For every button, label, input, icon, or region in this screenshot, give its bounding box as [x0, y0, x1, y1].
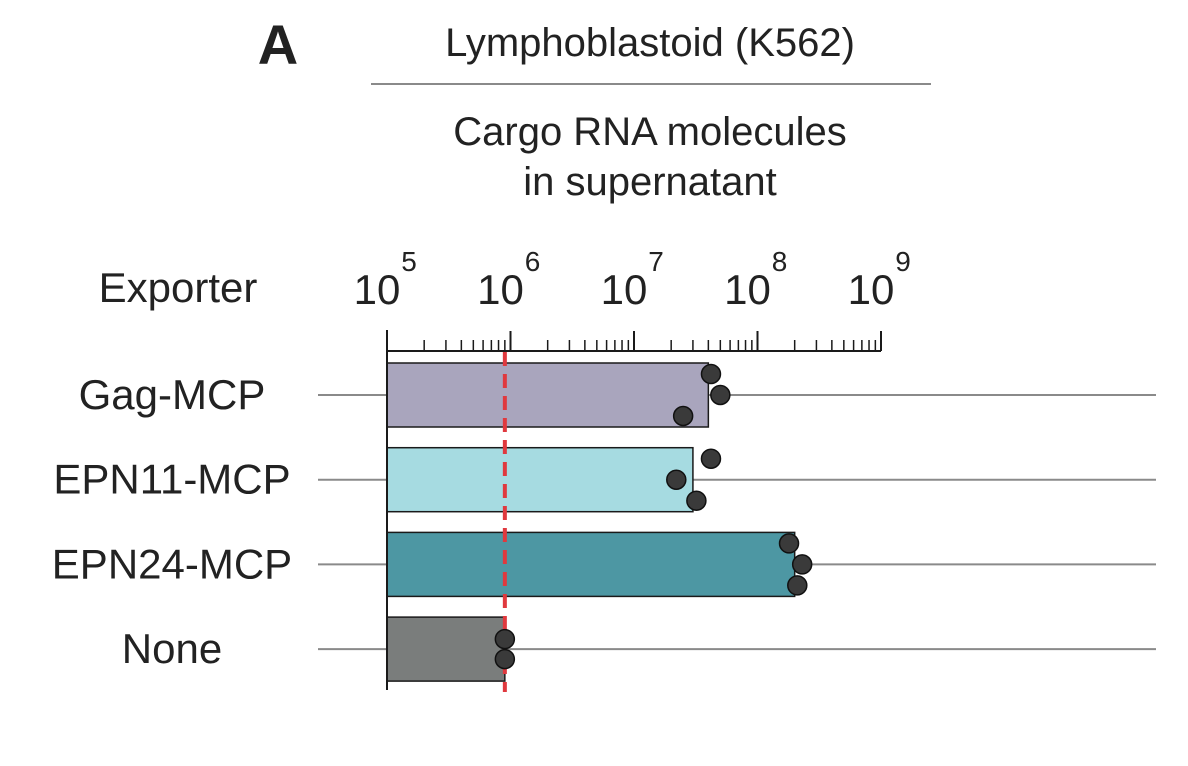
- tick-label-exponent: 9: [895, 246, 911, 277]
- tick-label-exponent: 5: [401, 246, 417, 277]
- data-point: [778, 533, 800, 554]
- data-point: [672, 405, 694, 427]
- tick-label-exponent: 8: [772, 246, 788, 277]
- subtitle-line-2: in supernatant: [523, 160, 777, 204]
- subtitle-line-1: Cargo RNA molecules: [453, 110, 847, 154]
- tick-label-base: 10: [724, 266, 771, 313]
- tick-label-base: 10: [477, 266, 524, 313]
- data-point: [710, 384, 731, 406]
- data-point: [700, 363, 722, 385]
- data-point: [666, 469, 687, 490]
- tick-label-exponent: 6: [525, 246, 541, 277]
- category-axis-label: Exporter: [99, 264, 258, 311]
- tick-label-exponent: 7: [648, 246, 664, 277]
- bar: [386, 616, 506, 682]
- bar: [386, 531, 796, 598]
- tick-label-base: 10: [354, 266, 401, 313]
- tick-label-base: 10: [848, 266, 895, 313]
- category-label: None: [122, 625, 222, 672]
- data-point: [494, 628, 516, 650]
- data-point: [791, 554, 813, 575]
- panel-label: A: [258, 13, 298, 76]
- tick-label-base: 10: [601, 266, 648, 313]
- data-point: [700, 448, 722, 469]
- data-point: [787, 575, 808, 596]
- chart-title: Lymphoblastoid (K562): [445, 21, 855, 65]
- data-point: [686, 490, 707, 511]
- plot-area: Gag-MCPEPN11-MCPEPN24-MCPNone10510610710…: [52, 246, 1156, 692]
- category-label: EPN11-MCP: [53, 456, 290, 503]
- data-point: [494, 648, 516, 670]
- bar: [386, 362, 710, 428]
- category-label: Gag-MCP: [79, 371, 266, 418]
- bar: [386, 446, 694, 513]
- category-label: EPN24-MCP: [52, 540, 292, 587]
